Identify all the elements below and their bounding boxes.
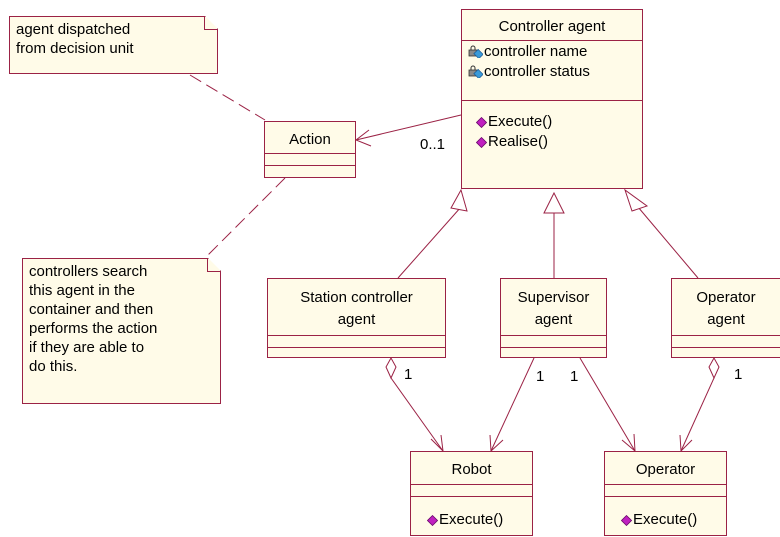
arrowhead-action: [354, 129, 372, 147]
association-controller-action: [355, 114, 462, 141]
multiplicity-supervisor-operator: 1: [570, 368, 579, 385]
operation-label: Execute(): [439, 511, 504, 528]
inheritance-triangle-operator-agent: [624, 188, 649, 212]
note-line: performs the action: [29, 320, 158, 337]
attributes-compartment: controller name controller status: [462, 40, 642, 101]
note-line: do this.: [29, 358, 78, 375]
operations-compartment: [501, 347, 606, 358]
note-dispatched: agent dispatched from decision unit: [9, 16, 218, 74]
class-name-line: agent: [707, 311, 745, 328]
attributes-compartment: [605, 484, 726, 497]
aggregation-diamond-station: [385, 356, 397, 380]
locked-attribute-icon: [468, 45, 484, 63]
note-controllers-search: controllers search this agent in the con…: [22, 258, 221, 404]
operations-compartment: Execute() Realise(): [462, 100, 642, 189]
association-supervisor-operator: [579, 357, 636, 452]
note-line: agent dispatched: [16, 21, 131, 38]
operations-compartment: [265, 165, 355, 178]
class-name-line: Supervisor: [517, 289, 590, 306]
class-operator[interactable]: Operator Execute(): [604, 451, 727, 536]
operations-compartment: Execute(): [605, 496, 726, 537]
aggregation-diamond-operator-agent: [708, 356, 720, 380]
class-name-line: agent: [534, 311, 573, 328]
class-name-line: agent: [337, 311, 376, 328]
attribute-row: controller name: [468, 43, 587, 63]
association-supervisor-robot: [490, 357, 535, 452]
class-supervisor-agent[interactable]: Supervisor agent: [500, 278, 607, 358]
attributes-compartment: [672, 335, 780, 348]
class-name-line: Operator: [696, 289, 756, 306]
attribute-row: controller status: [468, 63, 590, 83]
inheritance-triangle-supervisor: [543, 191, 565, 214]
class-name-line: Station controller: [300, 289, 413, 306]
note-line: if they are able to: [29, 339, 145, 356]
class-name: Controller agent: [498, 18, 606, 35]
attribute-label: controller status: [484, 63, 590, 80]
locked-attribute-icon: [468, 65, 484, 83]
class-name: Robot: [451, 461, 492, 478]
operation-row: Execute(): [620, 511, 698, 531]
multiplicity-station-robot: 1: [404, 366, 413, 383]
note-fold-corner: [204, 16, 218, 30]
attributes-compartment: [265, 153, 355, 166]
note-fold-corner: [207, 258, 221, 272]
operation-label: Execute(): [488, 113, 553, 130]
class-action[interactable]: Action: [264, 121, 356, 178]
attribute-label: controller name: [484, 43, 588, 60]
multiplicity-operatoragent-operator: 1: [734, 366, 743, 383]
operation-icon: [426, 513, 439, 531]
class-robot[interactable]: Robot Execute(): [410, 451, 533, 536]
multiplicity-supervisor-robot: 1: [536, 368, 545, 385]
class-name: Operator: [635, 461, 696, 478]
operation-label: Realise(): [488, 133, 549, 150]
note-line: controllers search: [29, 263, 148, 280]
note-anchor-bottom: [204, 177, 286, 259]
operation-label: Execute(): [633, 511, 698, 528]
operations-compartment: [268, 347, 445, 358]
note-anchor-top: [189, 74, 266, 121]
inheritance-triangle-station: [450, 188, 468, 212]
operation-icon: [620, 513, 633, 531]
note-line: this agent in the: [29, 282, 135, 299]
note-line: container and then: [29, 301, 154, 318]
operation-icon: [475, 135, 488, 153]
note-line: from decision unit: [16, 40, 134, 57]
operation-row: Realise(): [475, 133, 549, 153]
aggregation-operatoragent-operator: [680, 377, 715, 452]
attributes-compartment: [501, 335, 606, 348]
operation-icon: [475, 115, 488, 133]
attributes-compartment: [268, 335, 445, 348]
class-operator-agent[interactable]: Operator agent: [671, 278, 780, 358]
class-name: Action: [289, 131, 331, 148]
operation-row: Execute(): [475, 113, 553, 133]
operation-row: Execute(): [426, 511, 504, 531]
multiplicity-controller-action: 0..1: [420, 136, 446, 153]
generalization-operator-agent: [637, 206, 699, 279]
attributes-compartment: [411, 484, 532, 497]
aggregation-station-robot: [390, 377, 444, 452]
operations-compartment: [672, 347, 780, 358]
generalization-station: [397, 206, 462, 279]
class-station-controller-agent[interactable]: Station controller agent: [267, 278, 446, 358]
operations-compartment: Execute(): [411, 496, 532, 537]
class-controller-agent[interactable]: Controller agent controller name control…: [461, 9, 643, 189]
